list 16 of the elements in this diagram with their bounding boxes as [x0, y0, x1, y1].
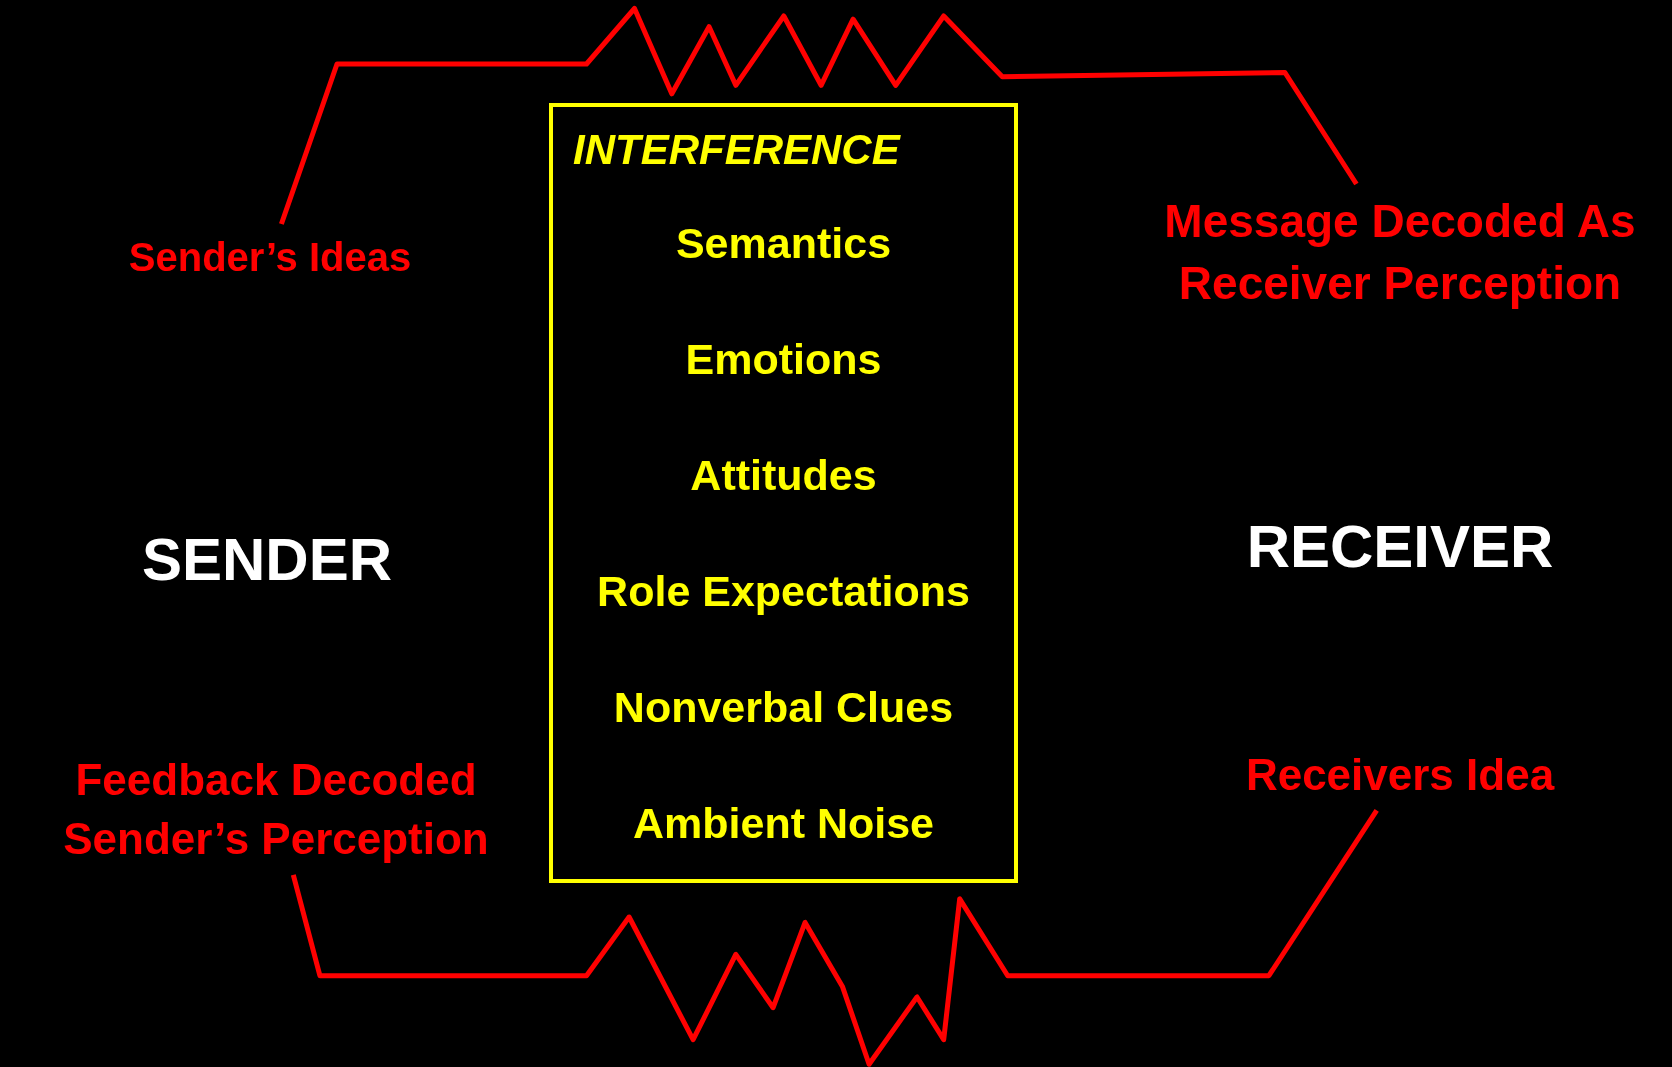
- node-label: Feedback Decoded Sender’s Perception: [8, 750, 544, 869]
- interference-box: [549, 103, 1018, 883]
- interference-item: Nonverbal Clues: [613, 682, 954, 733]
- box-heading: INTERFERENCE: [573, 125, 900, 175]
- role-label: SENDER: [140, 525, 394, 594]
- interference-item: Role Expectations: [597, 566, 970, 617]
- role-label: RECEIVER: [1245, 512, 1555, 581]
- zigzag-connector: [290, 809, 1379, 1067]
- interference-item: Ambient Noise: [632, 798, 934, 849]
- zigzag-connector: [279, 6, 1359, 225]
- node-label: Message Decoded As Receiver Perception: [1130, 190, 1670, 315]
- node-label: Sender’s Ideas: [80, 230, 460, 284]
- interference-item: Attitudes: [690, 450, 877, 501]
- interference-item: Emotions: [685, 334, 882, 385]
- interference-item: Semantics: [675, 218, 892, 269]
- node-label: Receivers Idea: [1160, 745, 1640, 805]
